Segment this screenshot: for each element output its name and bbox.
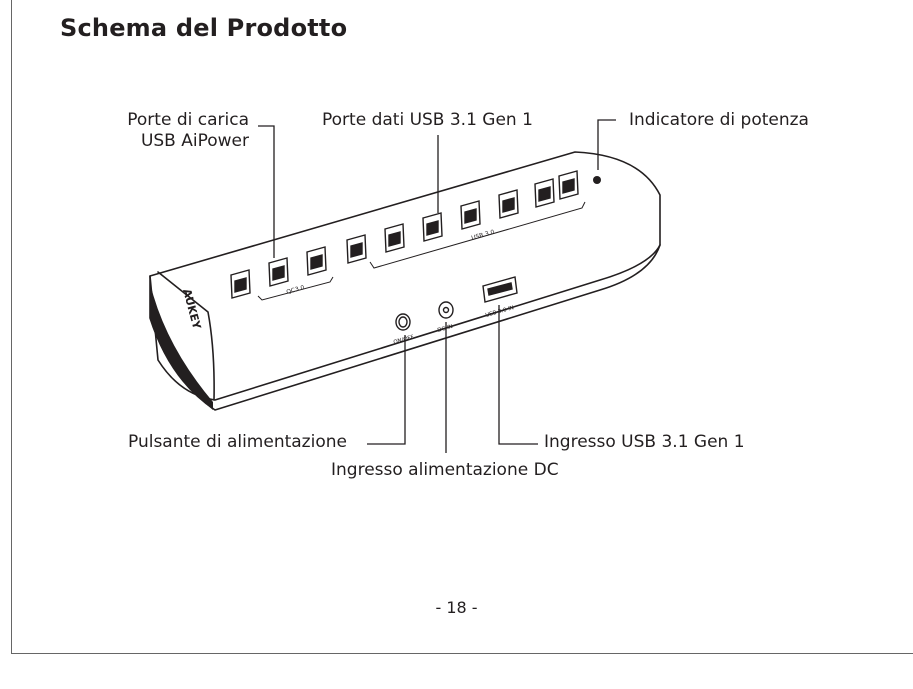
port-group-qc: QC3.0	[286, 284, 306, 296]
brand-logo: AUKEY	[180, 287, 203, 331]
power-indicator-label: Indicatore di potenza	[629, 110, 809, 130]
power-button-label: Pulsante di alimentazione	[128, 432, 347, 452]
callout-lines	[258, 119, 616, 453]
power-indicator-led	[593, 176, 601, 184]
usb-port-tongue	[538, 186, 551, 202]
dc-in-text: DC IN	[437, 324, 454, 334]
usb-port-tongue	[234, 277, 247, 293]
usb-port-tongue	[350, 242, 363, 258]
hub-top-face	[149, 151, 661, 401]
on-off-text: ON/OFF	[393, 334, 415, 346]
usb-port-tongue	[388, 231, 401, 247]
usb-in-text: USB 3.0 IN	[485, 305, 515, 319]
usb-port-tongue	[562, 178, 575, 194]
usb-port-tongue	[426, 220, 439, 236]
data-ports-label: Porte dati USB 3.1 Gen 1	[322, 110, 533, 130]
charging-ports-label: Porte di carica USB AiPower	[115, 110, 249, 152]
page-title: Schema del Prodotto	[60, 14, 348, 42]
page-number: - 18 -	[435, 598, 478, 617]
dc-in-jack	[438, 301, 454, 319]
usb-input-label: Ingresso USB 3.1 Gen 1	[544, 432, 745, 452]
usb-port-tongue	[310, 254, 323, 270]
dc-input-label: Ingresso alimentazione DC	[331, 460, 559, 480]
port-group-data: USB 3.0	[471, 229, 496, 242]
on-off-button	[395, 313, 411, 331]
usb-in-port	[482, 276, 518, 303]
page-frame	[11, 0, 913, 654]
usb-ports	[230, 170, 579, 299]
usb-port-tongue	[272, 265, 285, 281]
charging-ports-label-line1: Porte di carica	[127, 110, 249, 130]
usb-port-tongue	[464, 208, 477, 224]
hub-end-cap	[150, 283, 213, 410]
charging-ports-label-line2: USB AiPower	[140, 131, 249, 151]
usb-port-tongue	[502, 197, 515, 213]
